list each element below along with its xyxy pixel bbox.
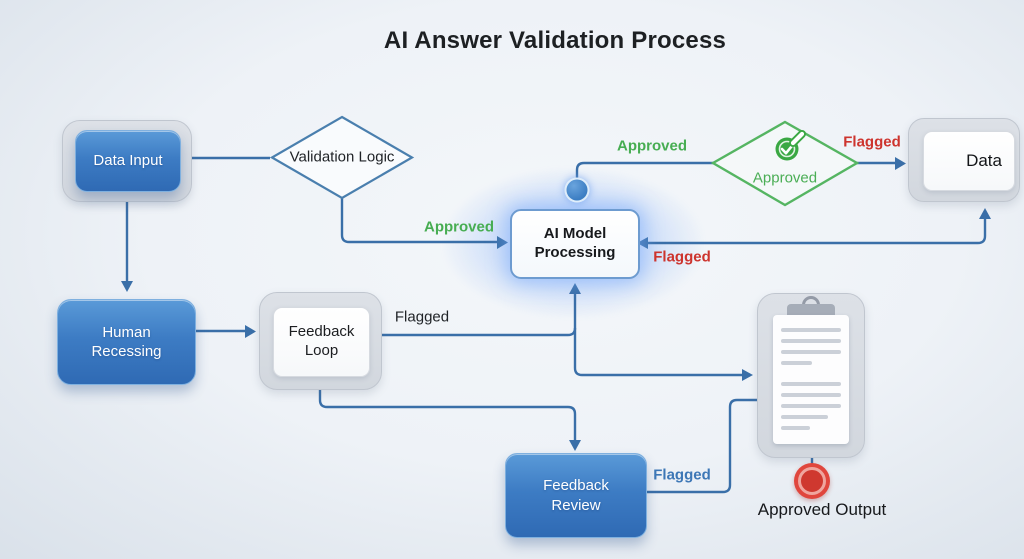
feedback-review-node: Feedback Review <box>505 453 647 538</box>
approved-diamond-label: Approved <box>752 169 818 187</box>
connector-dot <box>564 177 590 203</box>
human-processing-node: Human Recessing <box>57 299 196 385</box>
arrowheads <box>121 157 991 451</box>
validation-logic-label: Validation Logic <box>289 148 395 166</box>
check-badge-icon <box>775 130 806 161</box>
data-input-node: Data Input <box>75 130 181 192</box>
record-dot-icon <box>794 463 830 499</box>
edge-label-approved-mid: Approved <box>423 218 495 236</box>
human-processing-label: Human Recessing <box>91 323 162 361</box>
page-title: AI Answer Validation Process <box>383 27 727 54</box>
data-output-node: Data <box>923 131 1015 191</box>
feedback-review-label: Feedback Review <box>543 477 609 514</box>
data-input-container: Data Input <box>62 120 192 202</box>
data-output-label: Data <box>966 151 1002 171</box>
approved-output-label: Approved Output <box>757 500 887 519</box>
feedback-loop-container: Feedback Loop <box>259 292 382 390</box>
edge-label-flagged-top-right: Flagged <box>843 133 901 151</box>
edge-label-flagged-mid: Flagged <box>394 308 450 326</box>
edge-label-flagged-right: Flagged <box>653 248 711 266</box>
edge-label-flagged-bottom: Flagged <box>653 466 711 484</box>
ai-model-processing-label: AI Model Processing <box>534 225 616 261</box>
data-output-container: Data <box>908 118 1020 202</box>
clipboard-icon <box>757 293 865 458</box>
ai-model-processing-node: AI Model Processing <box>510 209 640 279</box>
feedback-loop-label: Feedback Loop <box>288 323 355 359</box>
record-dot-inner <box>798 467 826 495</box>
edge-label-approved-top: Approved <box>616 137 688 155</box>
approved-decision-diamond <box>710 120 860 207</box>
validation-logic-diamond <box>269 115 415 200</box>
data-input-label: Data Input <box>93 152 163 170</box>
feedback-loop-node: Feedback Loop <box>273 307 370 377</box>
clipboard-paper <box>773 315 849 444</box>
